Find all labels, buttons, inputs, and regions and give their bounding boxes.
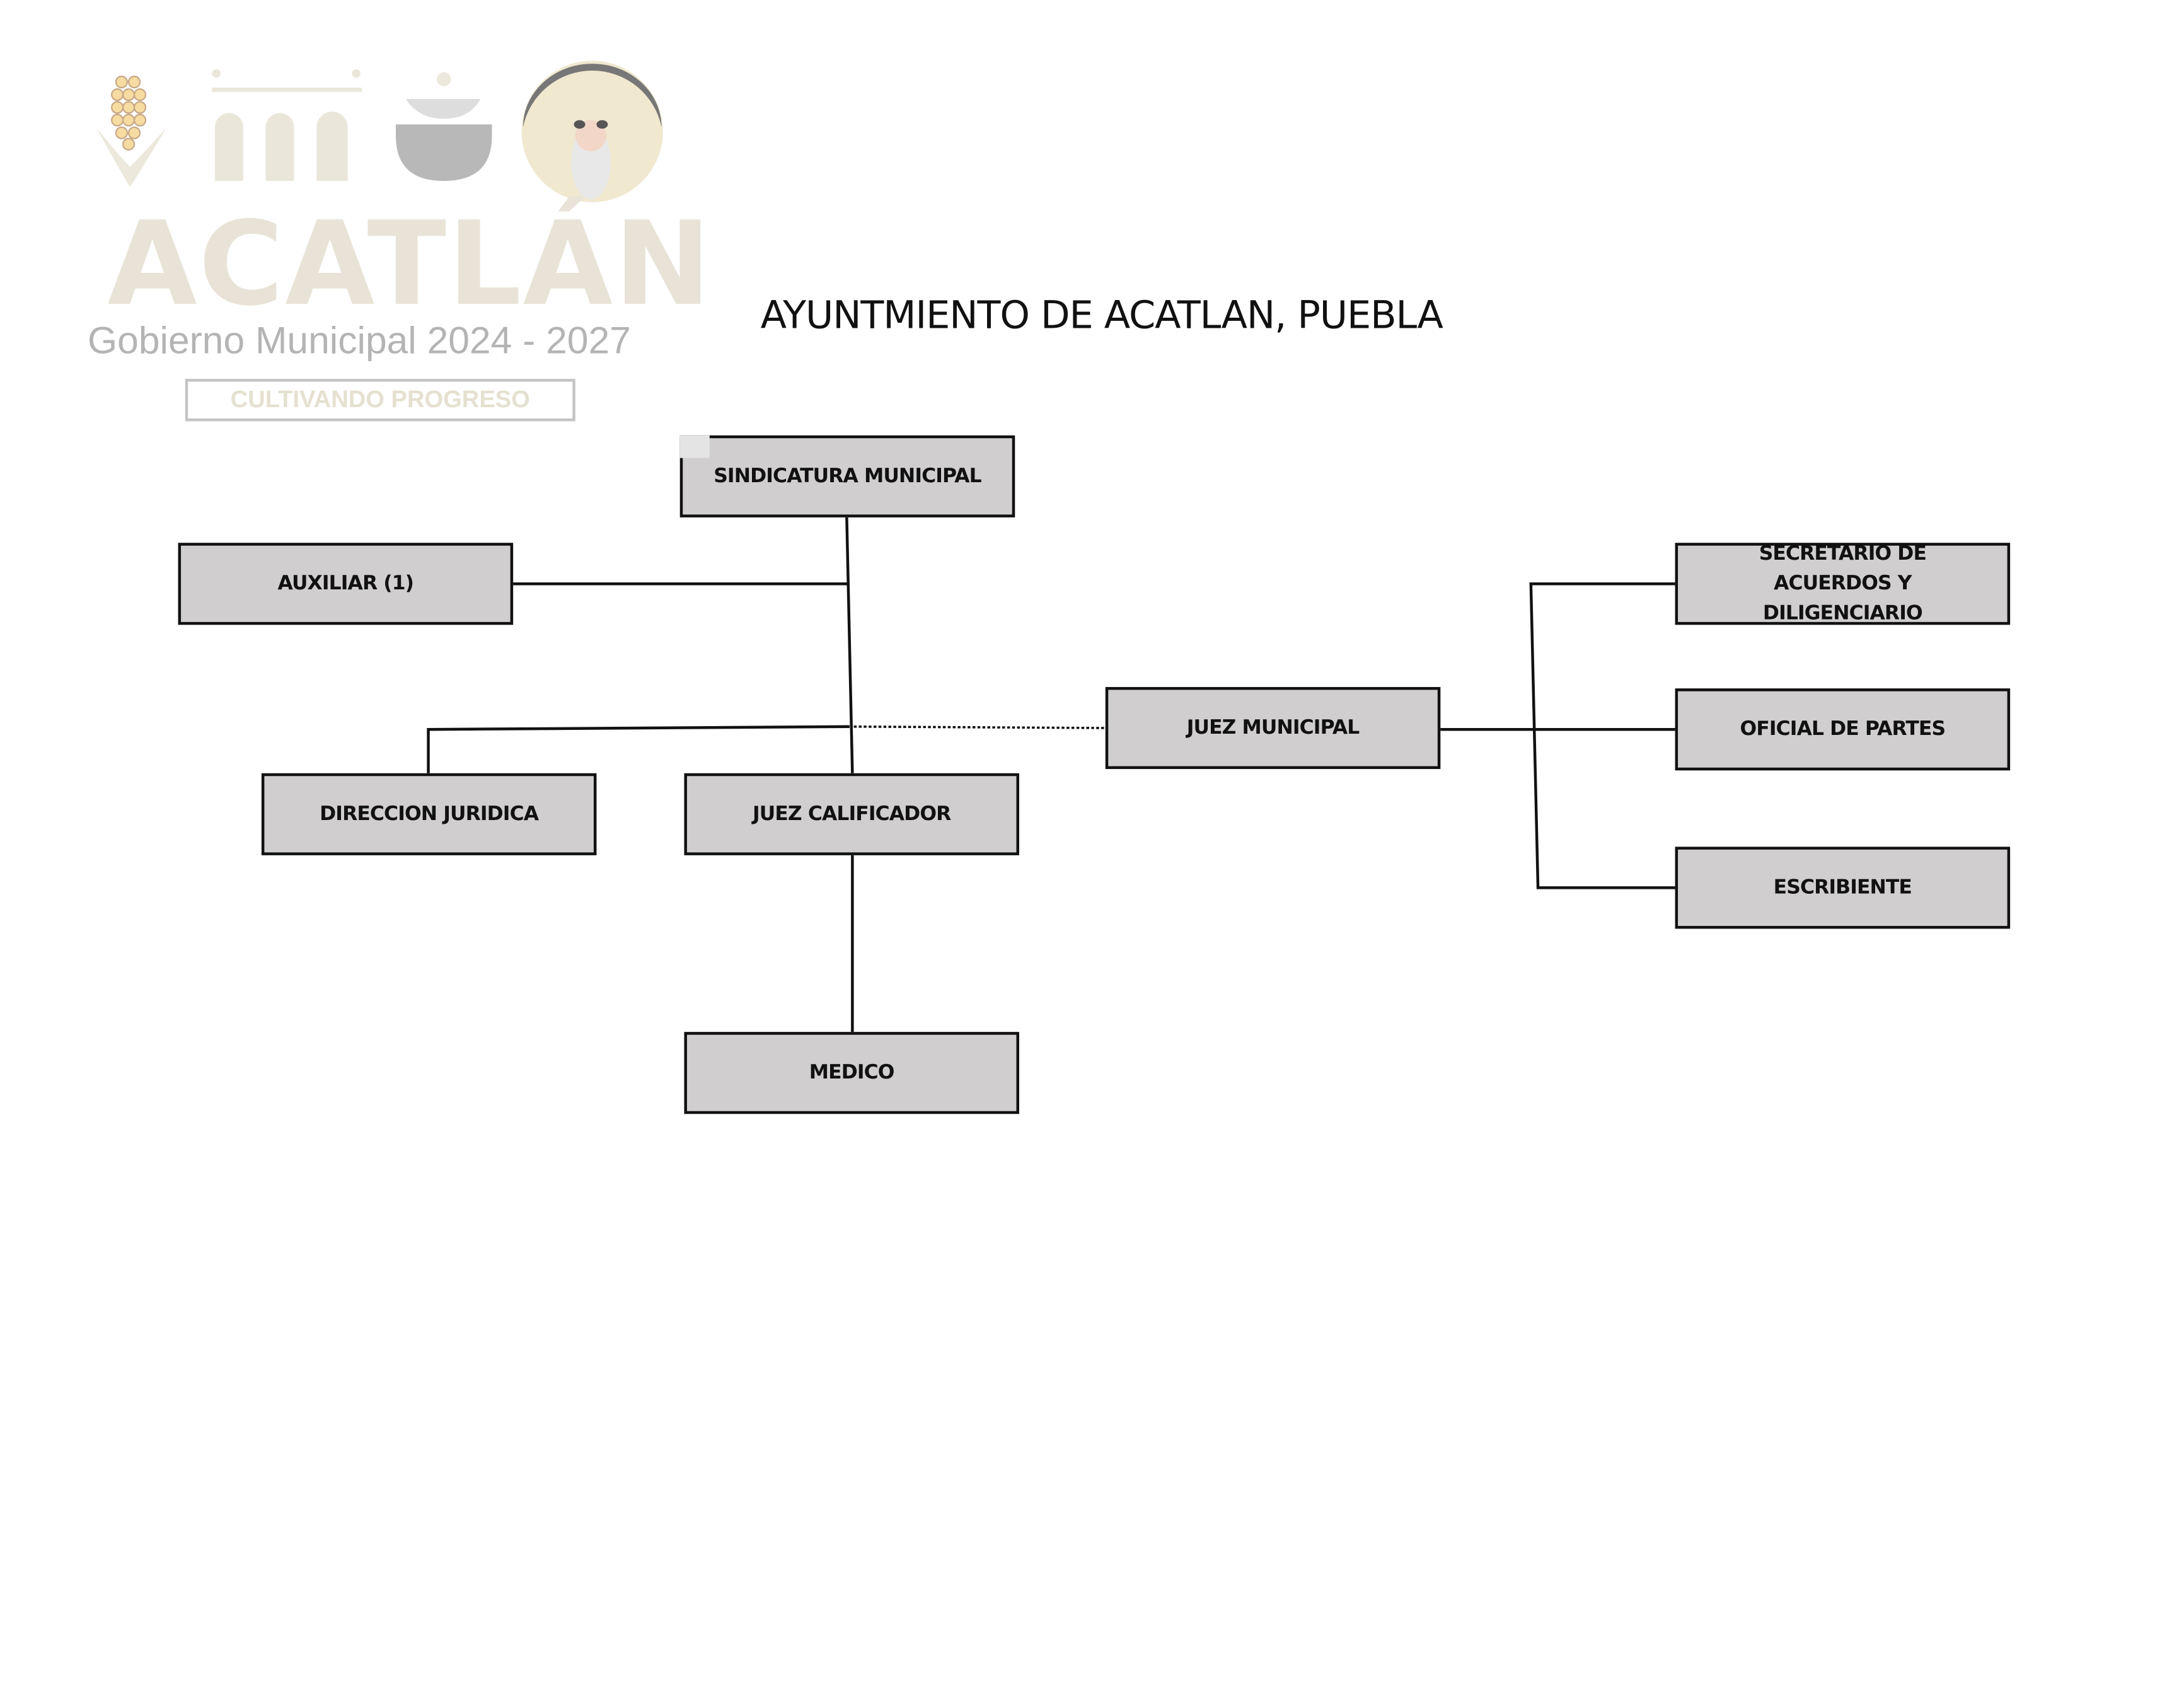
logo-emblem xyxy=(96,61,663,202)
node-sindicatura-municipal: SINDICATURA MUNICIPAL xyxy=(679,435,1015,517)
node-oficial-de-partes: OFICIAL DE PARTES xyxy=(1675,688,2011,771)
logo-name: ACATLÁN xyxy=(107,197,713,333)
logo-tagline: CULTIVANDO PROGRESO xyxy=(185,379,575,422)
corn-icon xyxy=(96,75,167,187)
corner-marker xyxy=(679,435,710,458)
bowl-icon xyxy=(395,72,492,182)
dotted-connector xyxy=(853,725,1106,729)
node-escribiente: ESCRIBIENTE xyxy=(1675,847,2011,929)
trunk-line xyxy=(845,517,854,773)
node-juez-municipal: JUEZ MUNICIPAL xyxy=(1105,686,1441,770)
node-juez-calificador: JUEZ CALIFICADOR xyxy=(684,773,1019,855)
logo-subtitle: Gobierno Municipal 2024 - 2027 xyxy=(88,319,631,362)
right-branch-connector xyxy=(1529,582,1675,889)
page-title: AYUNTMIENTO DE ACATLAN, PUEBLA xyxy=(760,294,1443,338)
node-direccion-juridica: DIRECCION JURIDICA xyxy=(261,773,597,855)
direccion-connector xyxy=(427,725,850,773)
node-medico: MEDICO xyxy=(684,1032,1019,1114)
arches-icon xyxy=(212,69,362,182)
face-portrait-icon xyxy=(521,61,663,202)
node-auxiliar: AUXILIAR (1) xyxy=(178,543,514,625)
node-secretario-de-acuerdos: SECRETARIO DE ACUERDOS Y DILIGENCIARIO xyxy=(1675,542,2011,625)
